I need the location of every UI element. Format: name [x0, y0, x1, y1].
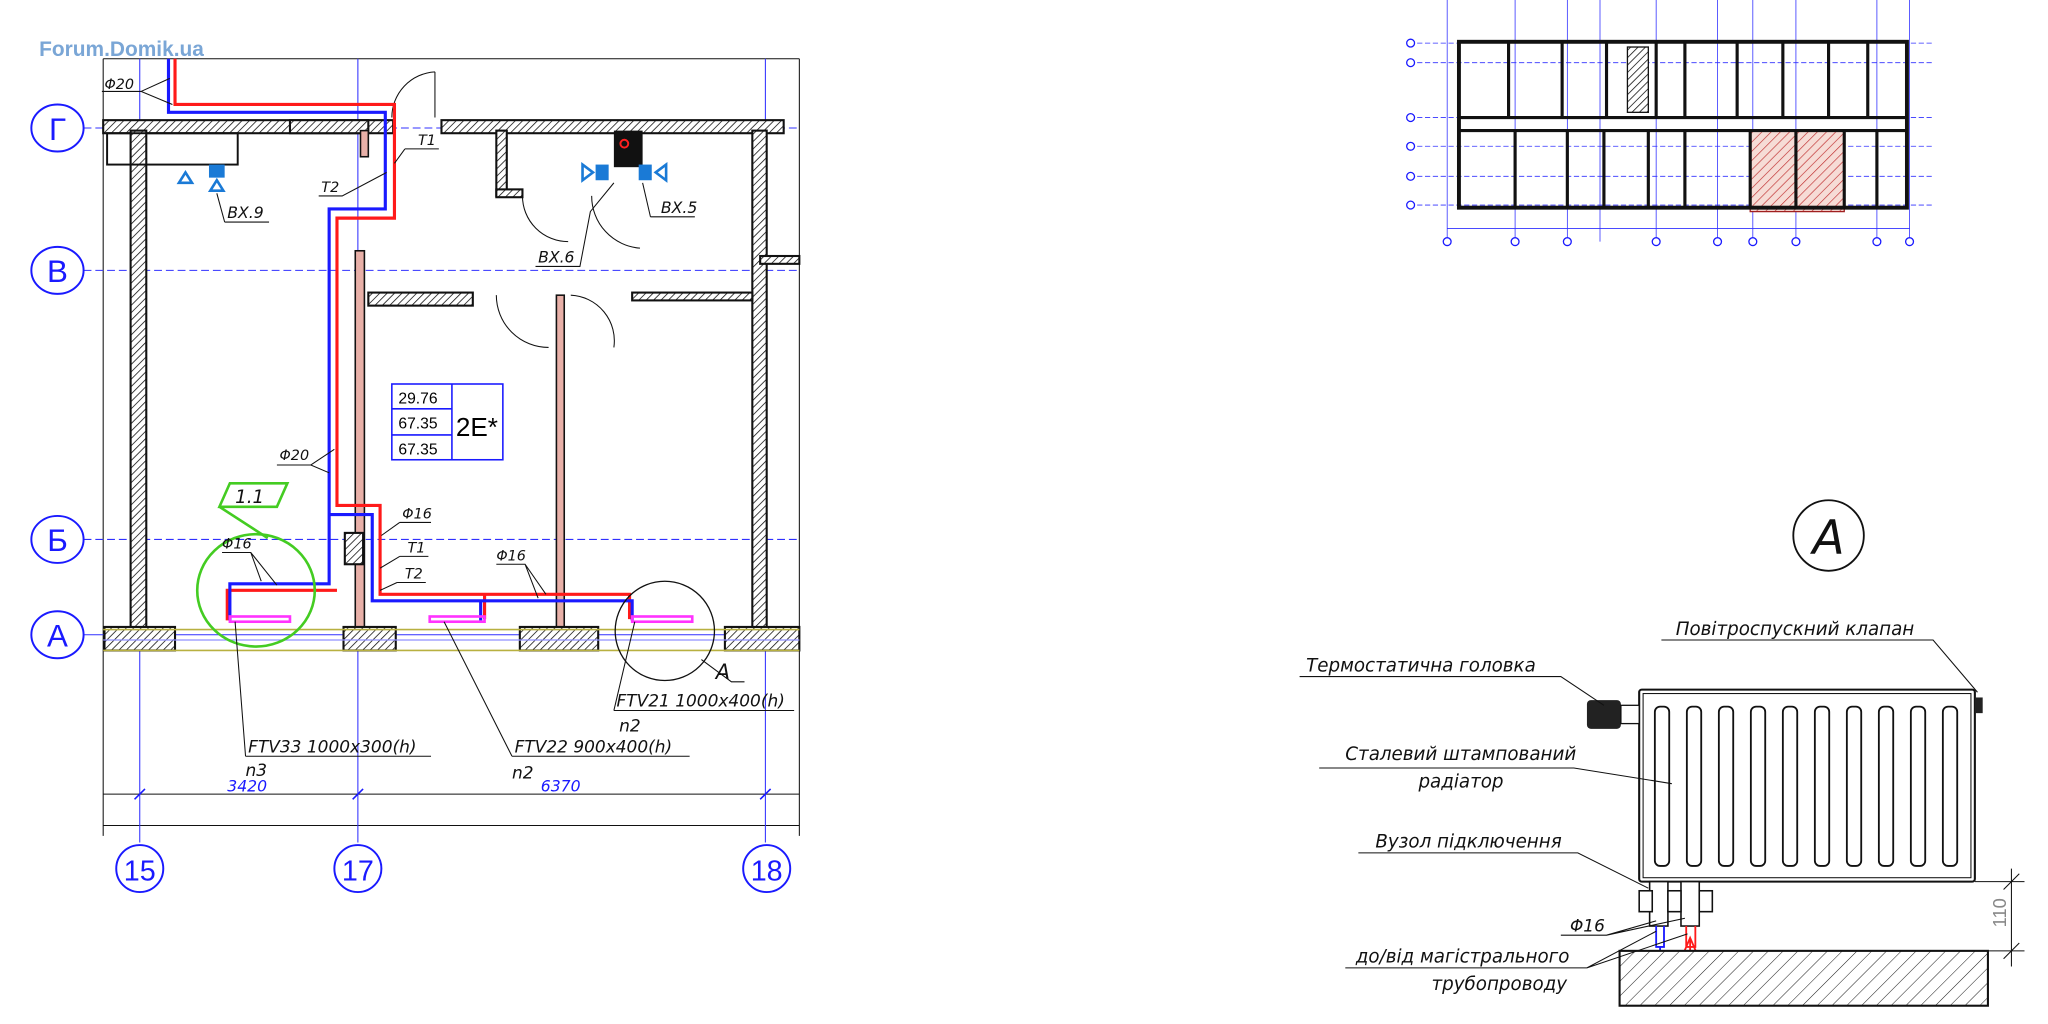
room-type: 2E* — [456, 412, 498, 442]
pipe-label-d16-left: Φ16 — [222, 537, 252, 553]
floor-plan: 1.1 A 29.76 67.35 67.35 2E* Φ20 T1 T2 BX… — [30, 58, 801, 894]
fixture-label-bx5: BX.5 — [661, 198, 697, 217]
air-valve-icon — [1974, 697, 1983, 714]
radiator-model-ftv22: FTV22 900x400(h) — [515, 737, 673, 757]
room-table: 29.76 67.35 67.35 2E* — [391, 383, 504, 461]
axis-g: Г — [49, 112, 66, 147]
pipe-label-t2-mid: T2 — [405, 567, 423, 583]
label-main-pipe-line1: до/від магістрального — [1355, 947, 1570, 968]
axis-17: 17 — [342, 855, 374, 887]
radiator-fin — [1877, 705, 1895, 867]
radiator-model-ftv33: FTV33 1000x300(h) — [248, 737, 416, 757]
room-area-total: 67.35 — [398, 415, 437, 432]
axis-b: Б — [47, 523, 68, 558]
dimension-3420: 3420 — [227, 777, 267, 796]
row-axis-bubbles — [30, 103, 792, 894]
zone-tag: 1.1 — [235, 487, 264, 508]
fixture-label-bx6: BX.6 — [538, 248, 574, 267]
axis-v: В — [47, 254, 68, 289]
axis-a: А — [47, 619, 68, 654]
pipe-label-d16-right: Φ16 — [496, 548, 526, 564]
radiator-fins — [1653, 705, 1959, 867]
label-radiator-line2: радіатор — [1417, 772, 1503, 793]
radiator-model-ftv21: FTV21 1000x400(h) — [616, 692, 784, 712]
callout-circle — [614, 580, 716, 682]
pipe-label-t2-top: T2 — [321, 180, 339, 196]
floor-slab — [1618, 949, 1989, 1007]
pipe-label-d20-top: Φ20 — [104, 77, 134, 93]
label-connection-unit: Вузол підключення — [1375, 832, 1561, 853]
label-main-pipe-line2: трубопроводу — [1432, 974, 1569, 995]
axis-18: 18 — [751, 855, 783, 887]
label-air-valve: Повітроспускний клапан — [1676, 619, 1915, 640]
callout-label: A — [714, 660, 730, 684]
pipe-label-t1-mid: T1 — [408, 540, 426, 556]
detail-title: A — [1809, 511, 1844, 566]
supply-pipes — [173, 58, 632, 621]
forum-logo[interactable]: Forum.Domik.ua — [39, 38, 204, 61]
pipe-label-t1-top: T1 — [418, 133, 436, 149]
key-plan — [1406, 0, 1934, 247]
radiator-fin — [1717, 705, 1735, 867]
radiator-fin — [1909, 705, 1927, 867]
radiator-fin — [1749, 705, 1767, 867]
radiators — [228, 615, 694, 624]
label-pipe-diameter: Φ16 — [1570, 916, 1605, 936]
room-area-living: 29.76 — [398, 391, 437, 408]
radiator-fin — [1813, 705, 1831, 867]
radiator-fin — [1781, 705, 1799, 867]
radiator-rows-ftv33: n3 — [246, 761, 268, 781]
height-dimension: 110 — [1989, 898, 2010, 927]
pipe-label-d20-mid: Φ20 — [280, 448, 310, 464]
radiator-fin — [1685, 705, 1703, 867]
axis-15: 15 — [124, 855, 156, 887]
fixture-label-bx9: BX.9 — [227, 203, 263, 222]
label-thermostatic-head: Термостатична головка — [1306, 655, 1536, 676]
radiator-fin — [1653, 705, 1671, 867]
label-radiator-line1: Сталевий штампований — [1345, 744, 1576, 765]
grid-lines — [83, 58, 800, 843]
radiator-rows-ftv21: n2 — [619, 716, 641, 736]
detail-a: A 110 Повітроспускний клапан Термостатич… — [1299, 499, 2025, 1007]
zone-circle — [195, 532, 317, 648]
zone-tag-frame — [217, 481, 290, 540]
pipe-label-d16-mid: Φ16 — [402, 507, 432, 523]
room-area-total-2: 67.35 — [398, 442, 437, 459]
radiator-body — [1638, 688, 1976, 883]
radiator-rows-ftv22: n2 — [512, 763, 534, 783]
dimension-6370: 6370 — [541, 777, 581, 796]
radiator-fin — [1845, 705, 1863, 867]
connection-valve-icon — [1638, 880, 1714, 927]
walls — [102, 71, 801, 652]
radiator-fin — [1941, 705, 1959, 867]
fixture-icons — [176, 138, 668, 192]
thermostatic-head-icon — [1586, 700, 1640, 729]
